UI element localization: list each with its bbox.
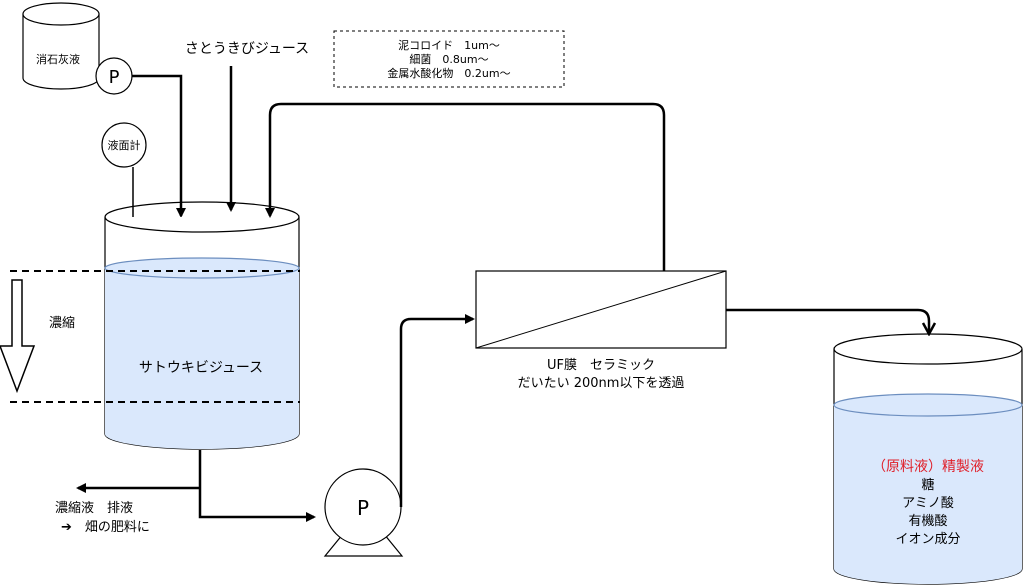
dosing-pump: P xyxy=(95,57,133,95)
feed-label: さとうきびジュース xyxy=(185,41,309,57)
product-item-sugar: 糖 xyxy=(921,477,934,493)
product-tank-liquid xyxy=(834,394,1022,584)
uf-membrane-module: UF膜 セラミック だいたい 200nm以下を透過 xyxy=(475,270,727,391)
note-line-1: 泥コロイド 1um～ xyxy=(398,39,500,52)
discharge-label-2: ➔ 畑の肥料に xyxy=(61,520,150,535)
product-item-organic-acid: 有機酸 xyxy=(908,514,947,529)
level-gauge-label: 液面計 xyxy=(108,138,141,152)
lime-feed-line xyxy=(131,74,186,218)
main-tank-label: サトウキビジュース xyxy=(139,360,263,376)
main-tank: サトウキビジュース xyxy=(104,201,300,450)
product-item-ions: イオン成分 xyxy=(895,532,960,547)
tank-outlet-line xyxy=(198,450,316,522)
note-line-2: 細菌 0.8um～ xyxy=(409,53,488,66)
concentrate-label: 濃縮 xyxy=(49,315,75,331)
membrane-feed-line xyxy=(399,314,475,507)
lime-tank: 消石灰液 xyxy=(22,2,100,90)
product-tank-title: （原料液）精製液 xyxy=(872,459,984,475)
permeate-line xyxy=(726,308,929,333)
concentrate-down-arrow xyxy=(0,279,36,394)
uf-membrane-label-1: UF膜 セラミック xyxy=(547,358,655,373)
particle-size-note: 泥コロイド 1um～ 細菌 0.8um～ 金属水酸化物 0.2um～ xyxy=(333,30,565,88)
product-item-amino-acid: アミノ酸 xyxy=(902,496,954,511)
discharge-label-1: 濃縮液 排液 xyxy=(55,500,133,516)
main-tank-liquid xyxy=(105,258,299,449)
lime-tank-label: 消石灰液 xyxy=(36,52,80,66)
note-line-3: 金属水酸化物 0.2um～ xyxy=(387,66,510,80)
circulation-pump: P xyxy=(323,468,404,557)
product-tank: （原料液）精製液 糖 アミノ酸 有機酸 イオン成分 xyxy=(833,333,1023,585)
retentate-return-line xyxy=(265,102,666,271)
uf-membrane-label-2: だいたい 200nm以下を透過 xyxy=(518,376,685,391)
dosing-pump-symbol: P xyxy=(109,67,120,88)
circulation-pump-symbol: P xyxy=(357,496,369,520)
